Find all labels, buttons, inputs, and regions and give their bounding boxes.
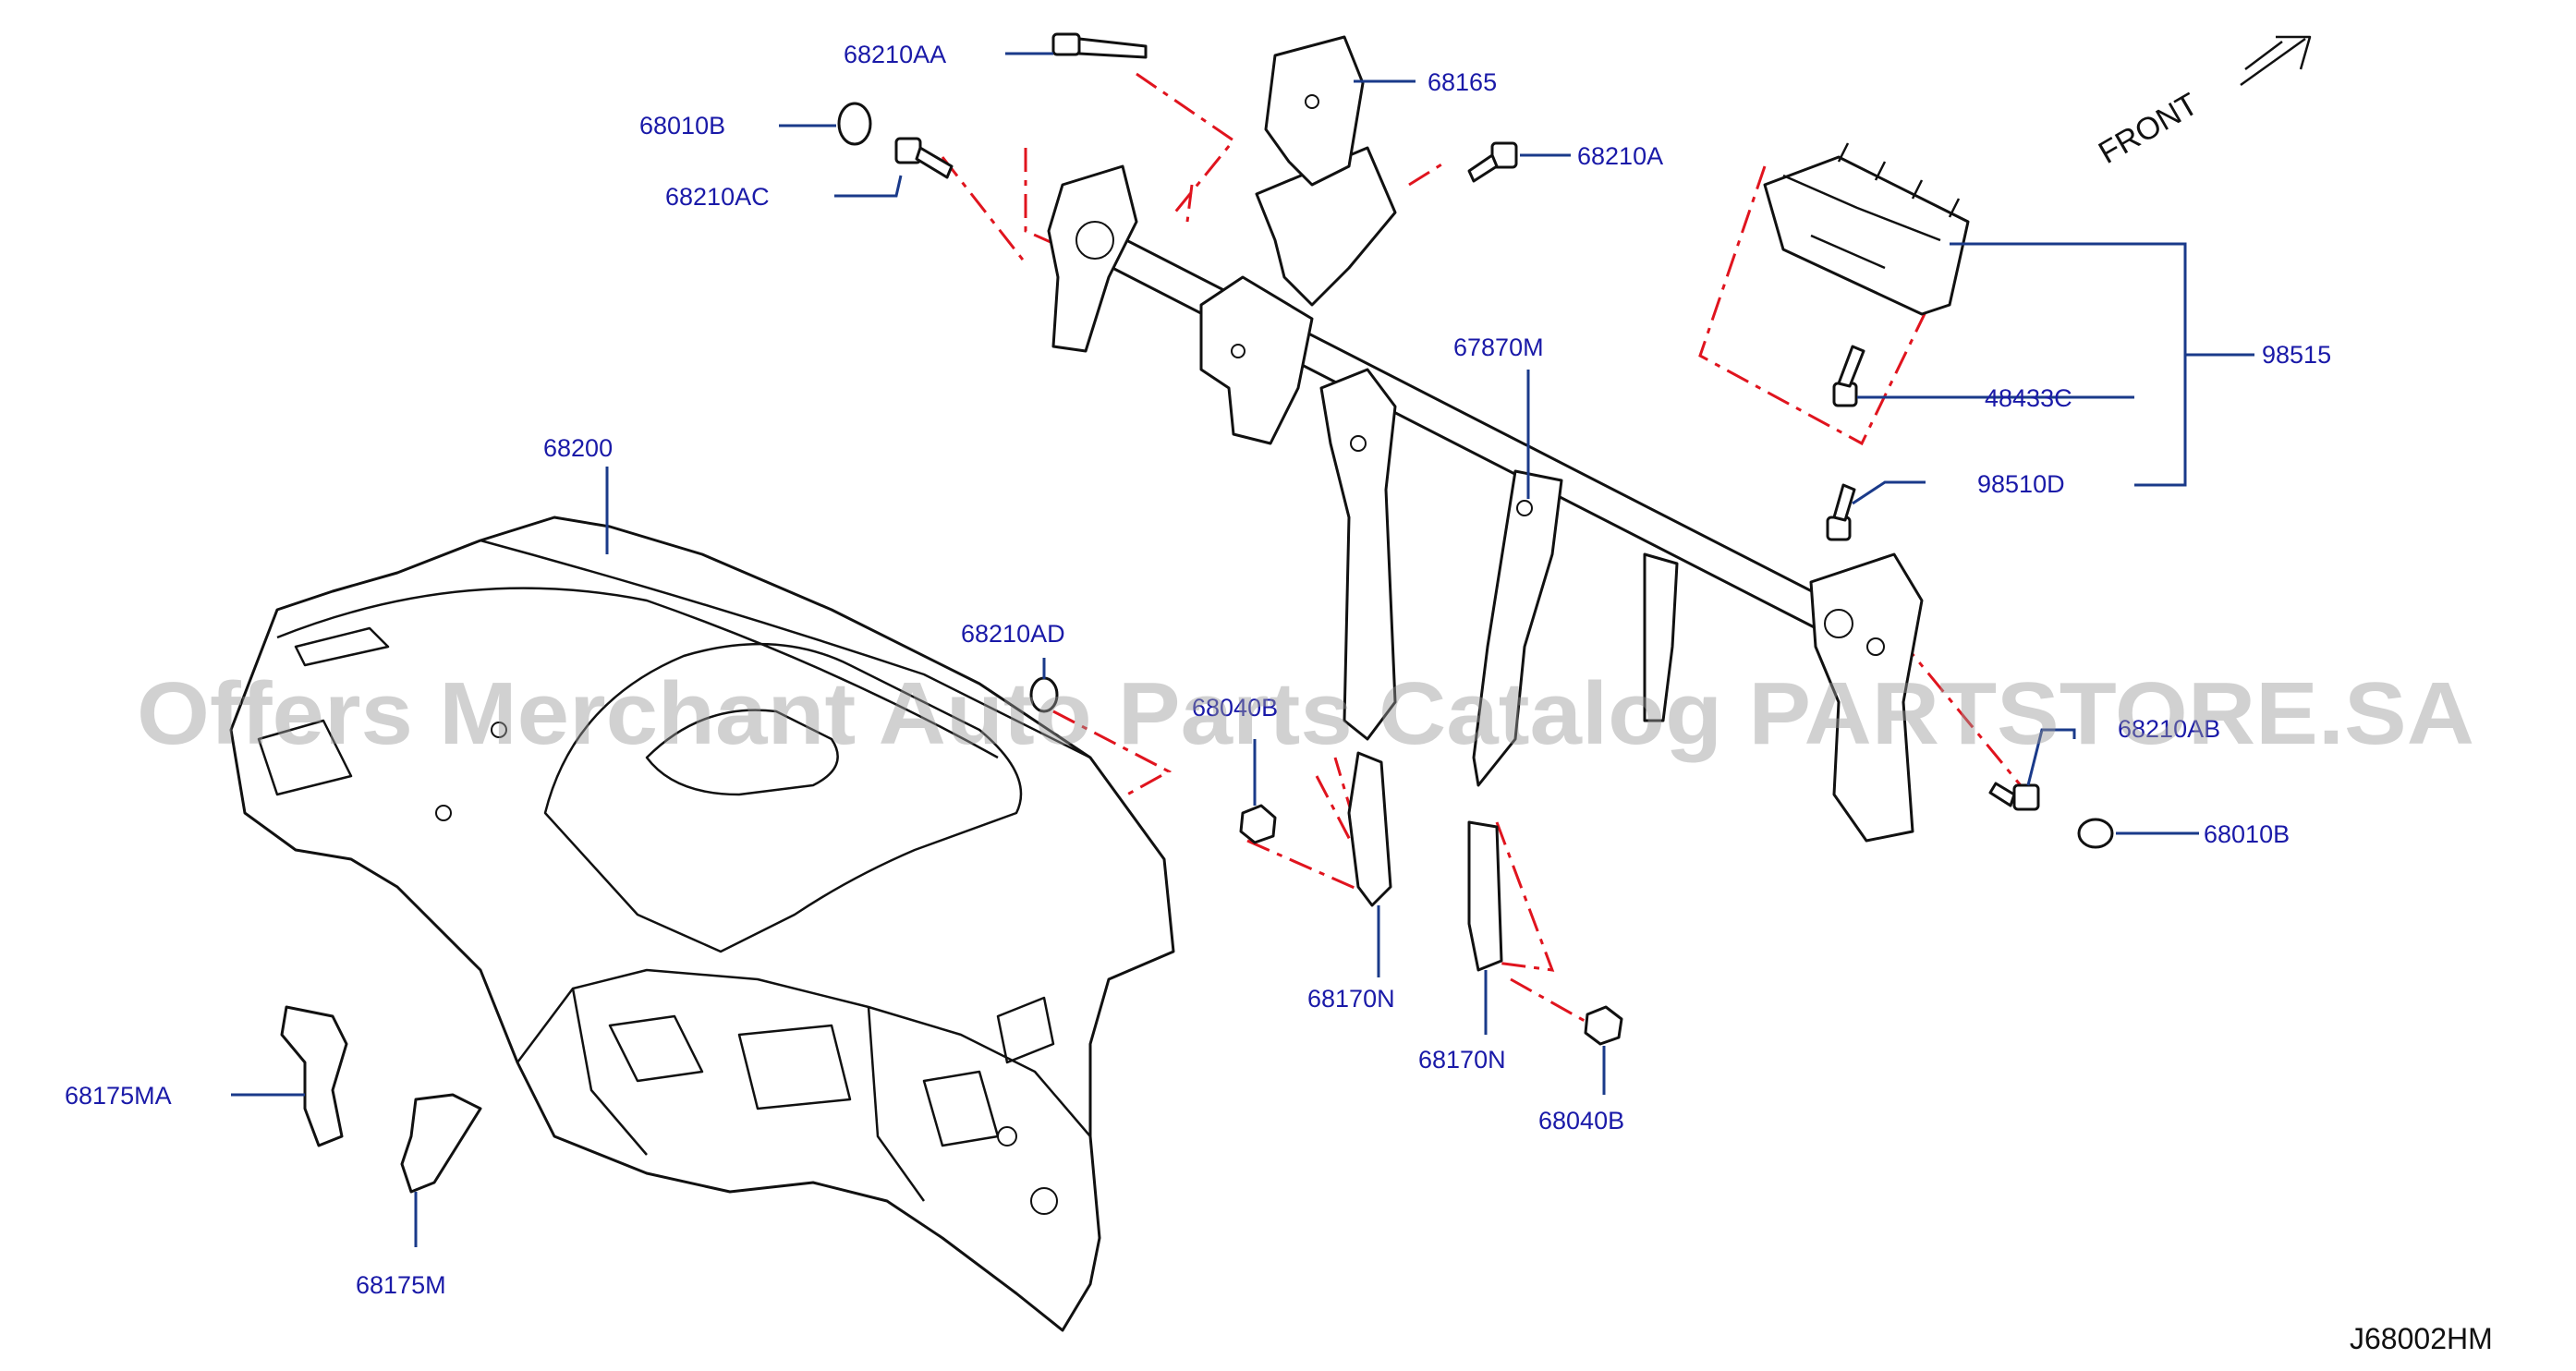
- label-68170N-a: 68170N: [1307, 985, 1395, 1013]
- assembly-dash-lines: [941, 72, 2030, 1023]
- label-67870M: 67870M: [1453, 334, 1544, 361]
- label-48433C: 48433C: [1985, 384, 2072, 412]
- label-68010B-top: 68010B: [639, 112, 725, 140]
- passenger-airbag-98515: [1763, 142, 1970, 316]
- bolt-68210AA-icon: [1051, 32, 1148, 59]
- label-68170N-b: 68170N: [1418, 1046, 1506, 1074]
- watermark: Offers Merchant Auto Parts Catalog PARTS…: [137, 664, 2474, 763]
- label-68210AB: 68210AB: [2118, 715, 2220, 743]
- bracket-68170N-right: [1467, 820, 1503, 972]
- label-68210AA: 68210AA: [844, 41, 946, 68]
- bolt-68210A-icon: [1467, 141, 1518, 183]
- nut-68040B-bottom-icon: [1584, 1005, 1623, 1046]
- grommet-68010B-top-icon: [837, 102, 872, 146]
- label-68200: 68200: [543, 434, 613, 462]
- front-arrow-icon: [2240, 35, 2312, 87]
- bracket-68175MA: [280, 1005, 348, 1147]
- fasteners: [837, 32, 2114, 1046]
- label-68175MA: 68175MA: [65, 1082, 172, 1110]
- steering-member-67870M: [1047, 35, 1924, 843]
- label-98515: 98515: [2262, 341, 2331, 369]
- label-98510D: 98510D: [1977, 470, 2065, 498]
- bracket-68175M: [400, 1093, 482, 1194]
- diagram-reference-code: J68002HM: [2350, 1322, 2493, 1355]
- label-68210A: 68210A: [1577, 142, 1663, 170]
- leader-lines: [231, 52, 2254, 1247]
- dashboard-panel-68200: [229, 516, 1175, 1332]
- brackets: [280, 751, 1503, 1194]
- bolt-98510D-icon: [1826, 483, 1856, 541]
- nut-68040B-left-icon: [1239, 804, 1277, 844]
- label-68165: 68165: [1428, 68, 1497, 96]
- bracket-68170N-left: [1347, 751, 1392, 907]
- label-68040B-bottom: 68040B: [1538, 1107, 1624, 1134]
- label-68210AD: 68210AD: [961, 620, 1065, 648]
- label-68040B-left: 68040B: [1192, 694, 1278, 722]
- label-68010B-right: 68010B: [2204, 820, 2290, 848]
- grommet-68010B-right-icon: [2077, 818, 2114, 849]
- bolt-68210AB-icon: [1988, 782, 2040, 811]
- label-68210AC: 68210AC: [665, 183, 770, 211]
- bolt-68210AC-icon: [894, 137, 954, 179]
- front-indicator: FRONT: [2093, 35, 2312, 171]
- bolt-48433C-icon: [1832, 345, 1865, 407]
- part-labels: 68210AA 68165 68010B 68210AC 68210A 9851…: [65, 41, 2331, 1299]
- front-label: FRONT: [2093, 86, 2204, 170]
- label-68175M: 68175M: [356, 1271, 446, 1299]
